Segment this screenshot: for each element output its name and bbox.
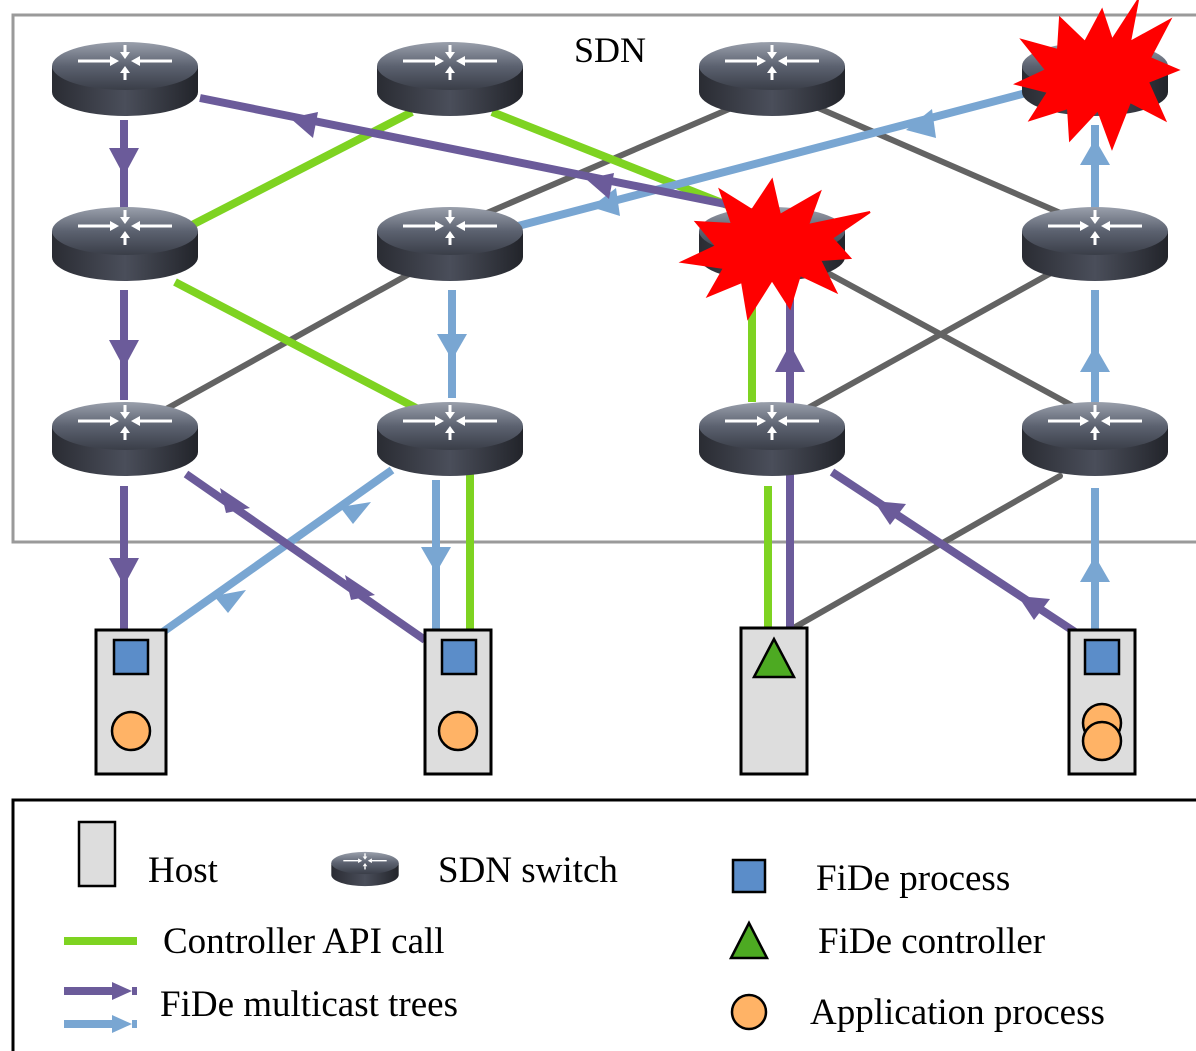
arrowhead-up [1080,346,1110,372]
host-1 [94,628,168,776]
fide-process-square [1083,638,1121,676]
link-purple [183,470,428,644]
link-gray [787,473,1063,633]
host-4 [1067,628,1137,776]
sdn-switch-icon [697,400,847,478]
green-links [173,108,772,630]
arrowhead-left [290,112,318,138]
sdn-frame [11,13,1196,544]
legend-host-icon [77,820,117,888]
arrowhead-down [109,558,139,586]
sdn-switch-icon [1020,400,1170,478]
link-gray [797,255,1098,421]
failure-burst-icon [678,177,871,321]
arrowhead-left-down [340,502,371,524]
legend-application-process-icon [730,993,768,1031]
blue-arrowheads [214,109,1110,613]
link-controller-api [173,278,422,414]
sdn-switch-icon [375,400,525,478]
legend-sdn-switch-icon [330,851,400,887]
arrowhead-up [1080,556,1110,582]
failure-burst-icon [1013,0,1181,151]
arrowhead-right-down [220,488,250,513]
application-process-circle [437,710,479,752]
failure-bursts [678,0,1181,321]
arrowhead-left-down [214,590,246,613]
fide-controller-triangle [751,636,797,679]
host-2 [423,628,493,776]
link-blue [157,466,395,638]
arrowhead-down [421,547,451,573]
sdn-switch-icon [50,400,200,478]
host-3 [739,626,809,776]
arrowhead-right-down [345,575,375,600]
legend-fide-process-label: FiDe process [816,858,1010,899]
link-gray [787,265,1063,421]
arrowhead-down [437,334,467,360]
purple-arrowheads [109,112,1050,620]
legend-frame [11,798,1196,1051]
link-gray [797,97,1098,231]
fide-process-square [112,638,150,676]
arrowhead-up [775,344,805,372]
sdn-switch-icon [697,40,847,118]
legend-multicast-purple-arrow [112,982,132,1000]
link-purple [199,94,731,209]
legend-controller-api-label: Controller API call [163,921,445,962]
sdn-switch-icon [50,40,200,118]
fide-process-square [440,638,478,676]
host-box [739,626,809,776]
sdn-switch-icon [50,205,200,283]
legend-fide-controller-icon [728,920,770,960]
application-process-circle [110,710,152,752]
gray-links [147,97,1098,633]
legend-application-process-label: Application process [810,992,1105,1033]
hosts [94,626,1137,776]
legend-fide-controller-label: FiDe controller [818,921,1045,962]
legend-multicast-blue-arrow [112,1015,132,1033]
sdn-switches [50,40,1170,478]
sdn-label: SDN [574,30,646,70]
arrowhead-up [1080,139,1110,165]
legend-sdn-switch-label: SDN switch [438,850,618,891]
arrowhead-left [906,109,936,138]
arrowhead-down [109,340,139,368]
legend-multicast-trees-label: FiDe multicast trees [160,984,458,1025]
legend: Host SDN switch FiDe process Controller … [11,798,1196,1051]
link-controller-api [188,108,414,230]
link-gray [449,97,753,231]
arrowhead-left-up [1018,596,1050,620]
arrowhead-left [586,173,614,199]
sdn-switch-icon [375,205,525,283]
sdn-switch-icon [375,40,525,118]
arrowhead-down [109,148,139,176]
application-process-circle [1081,720,1123,762]
legend-fide-process-icon [731,858,767,894]
arrowhead-left [591,188,620,216]
legend-host-label: Host [148,850,219,891]
arrowhead-left-up [874,501,906,525]
sdn-switch-icon [1020,205,1170,283]
